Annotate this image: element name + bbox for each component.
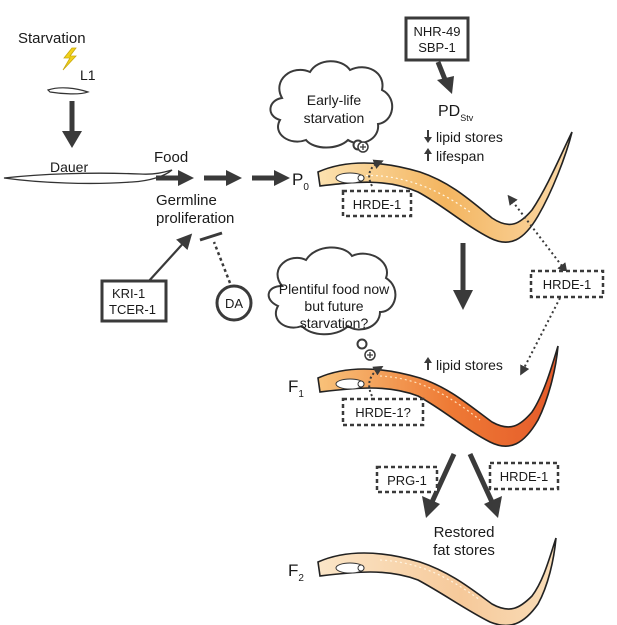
- nhr-to-pd-arrowhead: [437, 76, 454, 94]
- l1-label: L1: [80, 67, 96, 83]
- f1-hrde-box: [341, 397, 425, 427]
- germline-label-line2: proliferation: [156, 210, 234, 227]
- kri-activation-arrow: [147, 233, 193, 283]
- down-arrow-icon: [424, 130, 432, 143]
- right-hrde-box: [529, 269, 605, 299]
- restored-line1: Restored: [434, 524, 495, 541]
- nhr-label: NHR-49: [414, 24, 461, 39]
- p0-hrde-label: HRDE-1: [353, 197, 401, 212]
- f1-label: F1: [288, 377, 304, 400]
- food-label: Food: [154, 149, 188, 166]
- kri-label: KRI-1: [112, 286, 145, 301]
- f1-lipid-label: lipid stores: [436, 357, 503, 373]
- da-inhibition-line: [212, 241, 232, 284]
- tcer-label: TCER-1: [109, 302, 156, 317]
- sbp-label: SBP-1: [418, 40, 456, 55]
- f1-thought-cloud: [267, 246, 397, 350]
- p0-plus-cross: [360, 144, 366, 150]
- p0-thought-line1: Early-life: [307, 92, 362, 108]
- nhr-sbp-box: [404, 16, 470, 62]
- f1-thought-line2: but future: [304, 298, 363, 314]
- p0-thought-line2: starvation: [304, 110, 365, 126]
- prg-box: [375, 465, 439, 494]
- f2-hrde-box: [488, 461, 560, 491]
- germline-label-line1: Germline: [156, 192, 217, 209]
- l1-to-dauer-arrowhead: [62, 131, 82, 148]
- f1-thought-line1: Plentiful food now: [279, 281, 390, 297]
- f2-label: F2: [288, 561, 304, 584]
- p0-hrde-box: [341, 189, 413, 218]
- f1-thought-line3: starvation?: [300, 315, 369, 331]
- da-inhibition-bar: [199, 231, 223, 242]
- right-hrde-upper-connector: [507, 194, 568, 274]
- f1-plus-cross: [367, 352, 373, 358]
- f1-to-f2-right-arrowhead: [484, 496, 502, 518]
- right-hrde-lower-connector: [520, 297, 561, 376]
- dauer-worm-icon: [3, 169, 173, 185]
- p0-label: P0: [292, 170, 309, 193]
- lightning-icon: [62, 47, 77, 71]
- f1-hrde-label: HRDE-1?: [355, 405, 411, 420]
- prg-label: PRG-1: [387, 473, 427, 488]
- restored-line2: fat stores: [433, 542, 495, 559]
- p0-hrde-to-germline: [368, 159, 384, 187]
- p0-lipid-label: lipid stores: [436, 129, 503, 145]
- f2-worm: [317, 537, 557, 625]
- p0-worm: [317, 131, 573, 243]
- da-label: DA: [225, 296, 243, 311]
- pd-label: PDStv: [438, 103, 474, 123]
- f1-to-f2-left-arrowhead: [422, 496, 440, 518]
- starvation-label: Starvation: [18, 30, 86, 47]
- food-arrows: [156, 170, 290, 186]
- f1-up-arrow-icon: [424, 357, 432, 370]
- da-circle: [215, 284, 253, 322]
- f1-to-f2-left-arrow: [429, 452, 457, 504]
- kri-tcer-box: [100, 279, 168, 323]
- right-hrde-label: HRDE-1: [543, 277, 591, 292]
- p0-to-f1-arrowhead: [453, 290, 473, 310]
- up-arrow-icon: [424, 148, 432, 161]
- l1-larva-icon: [46, 87, 90, 95]
- p0-lifespan-label: lifespan: [436, 148, 484, 164]
- dauer-label: Dauer: [50, 159, 88, 175]
- f2-hrde-label: HRDE-1: [500, 469, 548, 484]
- f1-to-f2-right-arrow: [467, 452, 495, 504]
